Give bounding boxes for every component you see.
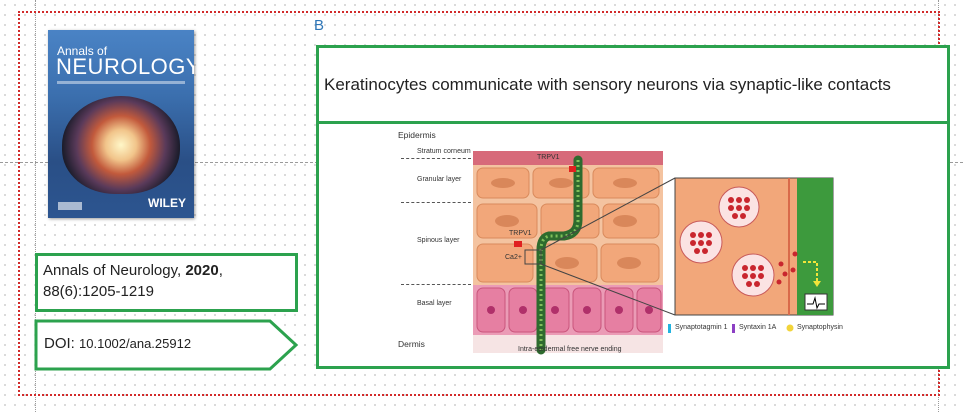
citation-journal: Annals of Neurology, [43,262,186,279]
citation-details: , 88(6):1205-1219 [43,262,223,300]
nerve-ending-label: Intra-epidermal free nerve ending [518,346,622,353]
figure-box[interactable]: Epidermis Dermis Stratum corneum Granula… [316,121,950,369]
layer-label-spinous: Spinous layer [417,237,460,244]
citation-year: 2020 [185,262,219,279]
legend-synaptotagmin: Synaptotagmin 1 [675,324,728,331]
cover-title-small: Annals of [57,44,108,58]
cover-publisher: WILEY [148,196,186,210]
cover-badge [58,202,82,210]
legend-syntaxin: Syntaxin 1A [739,324,777,331]
layer-divider [401,284,471,285]
headline-textbox[interactable]: Keratinocytes communicate with sensory n… [316,45,950,124]
cover-title-large: NEUROLOGY [56,54,194,79]
trpv1-label-top: TRPV1 [537,154,560,161]
layer-label-basal: Basal layer [417,300,452,307]
epidermis-label: Epidermis [398,130,436,140]
skin-diagram [473,151,834,355]
doi-label: DOI: [44,335,80,352]
cover-subtitle-bar [57,81,185,84]
layer-divider [401,202,471,203]
dermis-label: Dermis [398,339,425,349]
brain-scan-image [62,96,180,194]
doi-value: 10.1002/ana.25912 [79,336,192,351]
panel-label: B [314,17,325,34]
doi-text: DOI: 10.1002/ana.25912 [44,335,191,352]
trpv1-label-mid: TRPV1 [509,230,532,237]
headline-text: Keratinocytes communicate with sensory n… [324,74,891,94]
legend-synaptophysin: Synaptophysin [797,324,843,331]
citation-textbox[interactable]: Annals of Neurology, 2020, 88(6):1205-12… [35,253,298,312]
doi-arrow-shape[interactable] [34,319,300,371]
journal-cover-image[interactable]: Annals of NEUROLOGY WILEY [48,30,194,218]
layer-label-granular: Granular layer [417,176,462,183]
vertical-guide-left [35,0,36,412]
layer-label-stratum-corneum: Stratum corneum [417,148,471,155]
layer-divider [401,158,471,159]
calcium-label: Ca2+ [505,254,522,261]
